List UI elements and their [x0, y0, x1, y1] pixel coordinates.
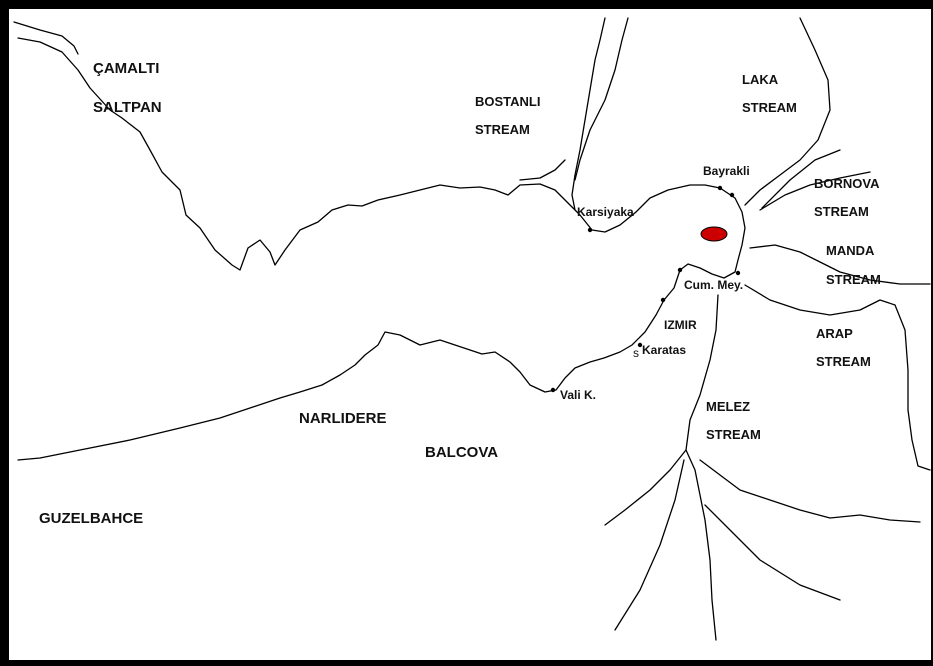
- bostanli-tributary-2: [519, 159, 566, 181]
- label-narlidere: NARLIDERE: [299, 410, 387, 427]
- bornova-tributary: [761, 149, 841, 209]
- label-karatas: Karatas: [642, 343, 687, 357]
- manda-stream-line: [749, 244, 931, 285]
- label-laka-2: STREAM: [742, 100, 797, 115]
- melez-stream-line: [685, 294, 719, 641]
- bostanli-stream-line: [571, 17, 606, 211]
- label-saltpan: SALTPAN: [93, 99, 162, 116]
- melez-tributary-2: [614, 459, 685, 631]
- label-karatas-prefix: s: [633, 346, 639, 360]
- label-cum-mey: Cum. Mey.: [684, 278, 744, 292]
- bostanli-tributary: [574, 17, 629, 181]
- label-arap-1: ARAP: [816, 326, 853, 341]
- inlet-edge: [13, 21, 79, 55]
- label-arap-2: STREAM: [816, 354, 871, 369]
- label-bostanli-1: BOSTANLI: [475, 94, 541, 109]
- north-coastline: [17, 37, 746, 461]
- label-bornova-1: BORNOVA: [814, 176, 880, 191]
- melez-tributary: [604, 449, 687, 526]
- label-bornova-2: STREAM: [814, 204, 869, 219]
- label-karsiyaka: Karsiyaka: [577, 205, 634, 219]
- label-camalti: ÇAMALTI: [93, 60, 160, 77]
- label-bayrakli: Bayrakli: [703, 164, 750, 178]
- label-bostanli-2: STREAM: [475, 122, 530, 137]
- label-izmir: IZMIR: [664, 318, 697, 332]
- label-manda-1: MANDA: [826, 243, 875, 258]
- melez-tributary-4: [704, 504, 841, 601]
- arap-stream-line: [744, 284, 931, 471]
- laka-stream-line: [744, 17, 831, 206]
- label-guzelbahce: GUZELBAHCE: [39, 510, 144, 527]
- bornova-stream-line: [759, 171, 871, 211]
- highlight-area: [700, 226, 728, 242]
- label-melez-1: MELEZ: [706, 399, 751, 414]
- label-balcova: BALCOVA: [425, 444, 499, 461]
- label-manda-2: STREAM: [826, 272, 881, 287]
- label-vali: Vali K.: [560, 388, 597, 402]
- label-melez-2: STREAM: [706, 427, 761, 442]
- melez-tributary-3: [699, 459, 921, 523]
- label-laka-1: LAKA: [742, 72, 779, 87]
